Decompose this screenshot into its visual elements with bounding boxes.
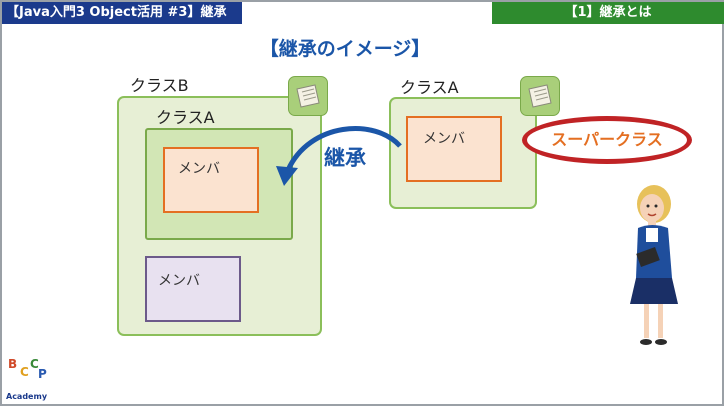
academy-logo-text: Academy	[6, 392, 48, 401]
document-icon	[520, 76, 560, 116]
curved-arrow-icon	[276, 126, 402, 186]
inherit-label: 継承	[324, 146, 366, 170]
svg-text:P: P	[38, 367, 47, 381]
header-right-title: 【1】継承とは	[492, 2, 724, 24]
svg-text:B: B	[8, 357, 17, 371]
svg-text:C: C	[30, 357, 39, 371]
class-b-label: クラスB	[130, 76, 189, 95]
member-box-class-b	[145, 256, 241, 322]
class-a-label: クラスA	[400, 78, 459, 97]
member-label-inherited: メンバ	[178, 161, 220, 177]
superclass-ellipse	[522, 116, 692, 164]
header-left-title: 【Java入門3 Object活用 #3】継承	[2, 2, 242, 24]
member-label-class-b: メンバ	[158, 273, 200, 289]
academy-logo: B C C P	[8, 357, 47, 381]
class-a-inner-label: クラスA	[156, 108, 215, 127]
member-box-inherited	[163, 147, 259, 213]
slide-title: 【継承のイメージ】	[259, 38, 431, 60]
superclass-label: スーパークラス	[551, 130, 663, 149]
teacher-figure	[630, 185, 678, 345]
svg-text:C: C	[20, 365, 29, 379]
member-box-class-a	[406, 116, 502, 182]
member-label-class-a: メンバ	[423, 131, 465, 147]
document-icon	[288, 76, 328, 116]
